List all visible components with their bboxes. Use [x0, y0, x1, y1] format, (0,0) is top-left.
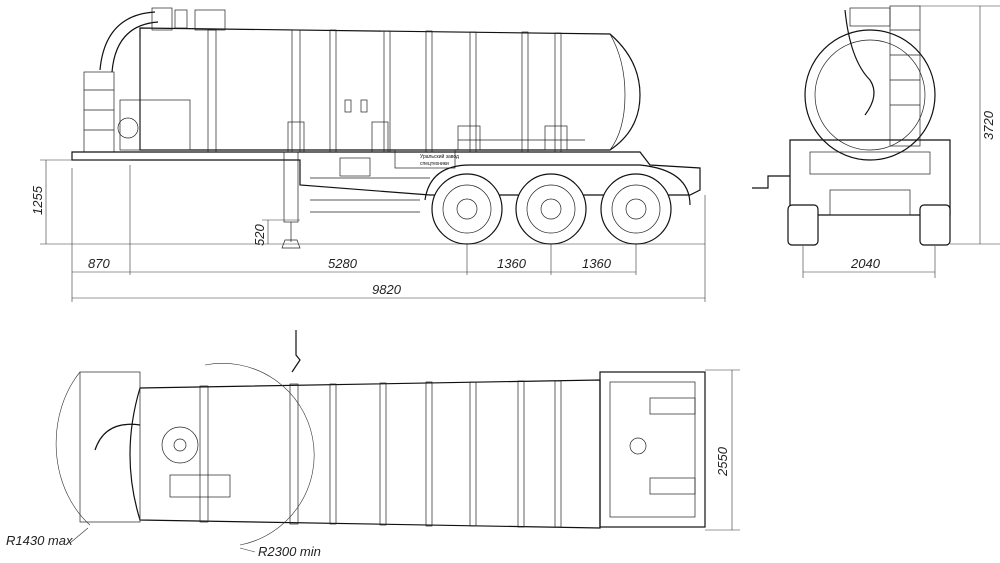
rear-view: 3720 2040 [752, 5, 1000, 278]
dim-axle-spacing-2: 1360 [582, 256, 612, 271]
dim-axle-spacing-1: 1360 [497, 256, 527, 271]
dim-overall-height: 3720 [981, 110, 996, 140]
dim-overall-width: 2550 [715, 446, 730, 477]
side-view: Уральский завод спецтехники 1255 520 870… [30, 7, 706, 302]
dim-support-height: 520 [252, 224, 267, 246]
dim-track-width: 2040 [850, 256, 881, 271]
rear-dimensions [802, 5, 1000, 278]
dim-height-hitch: 1255 [30, 185, 45, 215]
wheels-side [431, 173, 672, 245]
dim-radius-min: R2300 min [258, 544, 321, 559]
hose-equipment [83, 7, 226, 153]
top-view: 2550 R1430 max R2300 min [6, 330, 740, 559]
side-dimensions [40, 159, 706, 302]
dim-radius-max: R1430 max [6, 533, 73, 548]
tank-label-line1: Уральский завод [420, 153, 459, 160]
tank-body [139, 27, 641, 153]
tank-label-line2: спецтехники [420, 161, 449, 167]
dim-overall-length: 9820 [372, 282, 402, 297]
chassis-frame [71, 149, 701, 249]
dim-front-overhang: 870 [88, 256, 110, 271]
dim-wheelbase: 5280 [328, 256, 358, 271]
